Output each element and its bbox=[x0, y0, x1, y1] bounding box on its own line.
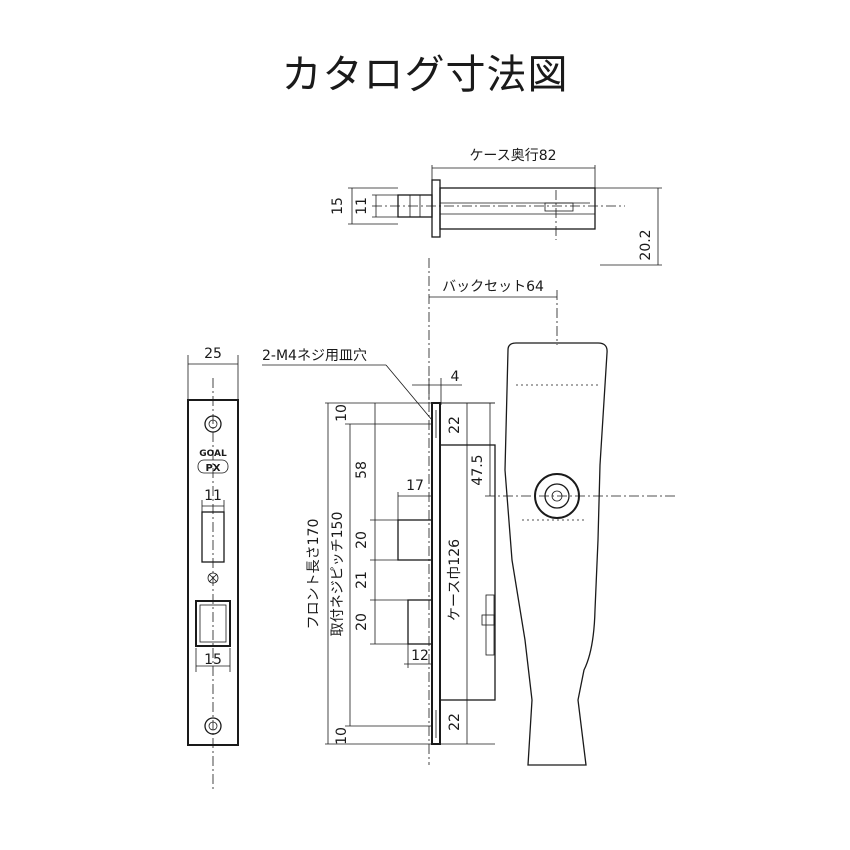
front-cutout-bottom-width: 15 bbox=[204, 652, 222, 668]
top-dim-20-2: 20.2 bbox=[638, 229, 654, 260]
dim-12: 12 bbox=[411, 648, 429, 664]
side-view: バックセット64 2-M4ネジ用皿穴 4 bbox=[262, 258, 675, 766]
top-front-plate bbox=[431, 179, 441, 238]
front-width-label: 25 bbox=[204, 346, 222, 362]
dim-20-b: 20 bbox=[354, 613, 370, 631]
dim-47-5: 47.5 bbox=[470, 454, 486, 485]
top-dim-11: 11 bbox=[354, 197, 370, 215]
bottom-screw-hole bbox=[204, 717, 222, 735]
brand-model: PX bbox=[205, 463, 220, 474]
front-cutout-top-width: 11 bbox=[204, 488, 222, 504]
side-faceplate bbox=[431, 402, 441, 745]
front-view: 25 GOAL PX 11 15 bbox=[187, 346, 239, 790]
dim-4: 4 bbox=[451, 369, 460, 385]
dim-17: 17 bbox=[406, 478, 424, 494]
front-latch-cutout bbox=[201, 511, 225, 563]
top-screw-hole bbox=[204, 415, 222, 433]
dim-21: 21 bbox=[354, 571, 370, 589]
front-length-label: フロント長さ170 bbox=[306, 519, 322, 630]
brand-name: GOAL bbox=[199, 449, 227, 459]
screw-note: 2-M4ネジ用皿穴 bbox=[262, 348, 367, 364]
side-handle bbox=[504, 342, 608, 766]
side-deadbolt bbox=[407, 599, 433, 645]
dim-10-bottom: 10 bbox=[334, 727, 350, 745]
dim-58: 58 bbox=[354, 461, 370, 479]
top-case-body bbox=[439, 187, 596, 230]
dim-22-bottom: 22 bbox=[447, 713, 463, 731]
dim-22-top: 22 bbox=[447, 416, 463, 434]
backset-label: バックセット64 bbox=[442, 279, 544, 295]
dim-10-top: 10 bbox=[334, 404, 350, 422]
screw-pitch-label: 取付ネジピッチ150 bbox=[330, 512, 346, 637]
top-dim-15: 15 bbox=[330, 197, 346, 215]
page-title: カタログ寸法図 bbox=[281, 52, 569, 98]
top-depth-label: ケース奥行82 bbox=[469, 147, 556, 164]
side-latch bbox=[397, 519, 433, 561]
brand-badge bbox=[197, 459, 229, 474]
case-width-label: ケース巾126 bbox=[447, 539, 463, 621]
top-view: ケース奥行82 15 11 20.2 bbox=[330, 147, 662, 266]
front-deadbolt-cutout bbox=[195, 600, 231, 647]
dim-20-a: 20 bbox=[354, 531, 370, 549]
middle-screw bbox=[207, 572, 219, 584]
